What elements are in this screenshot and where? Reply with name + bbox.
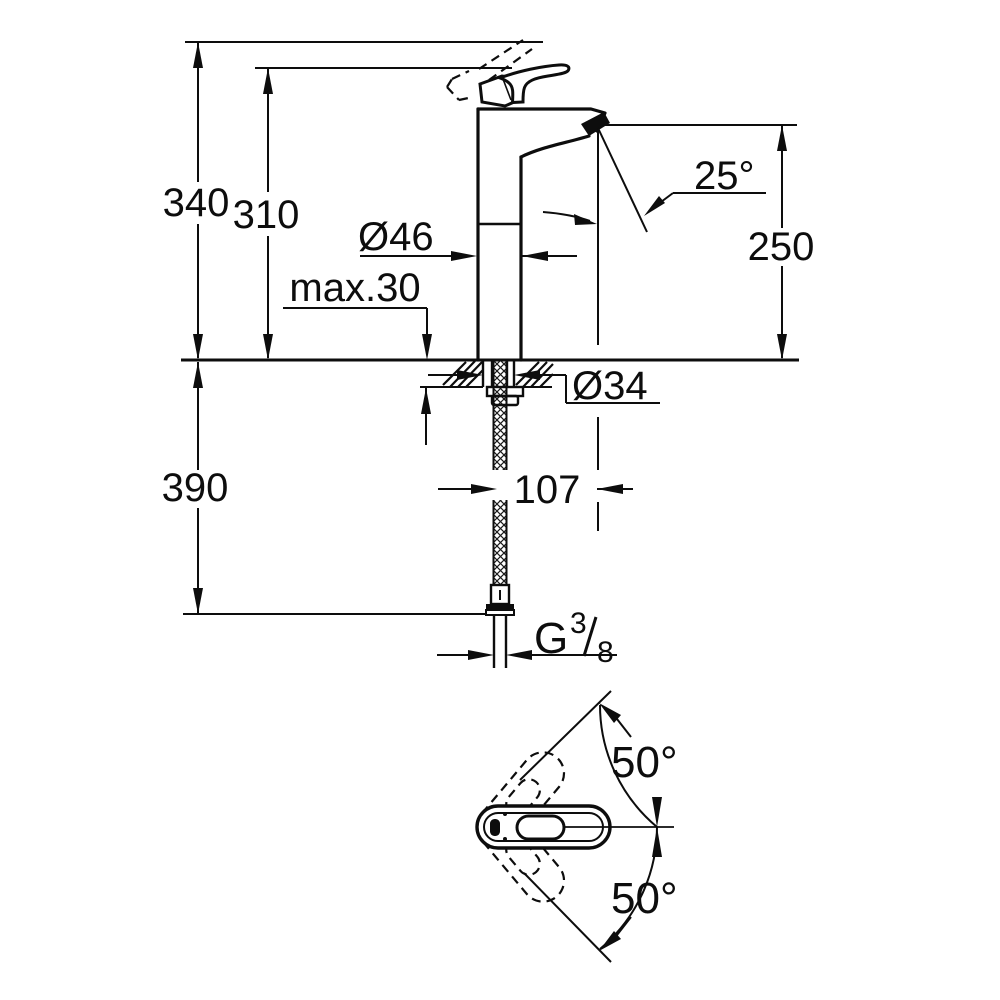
dim-label-25deg: 25° bbox=[694, 154, 755, 198]
arrow-right-icon bbox=[457, 370, 483, 380]
arrow-arc-icon bbox=[599, 931, 621, 951]
dimension-spout-projection: 107 bbox=[438, 468, 633, 512]
thread-tailpipe bbox=[492, 615, 508, 668]
dimension-max-deck-thickness: max.30 bbox=[283, 266, 432, 445]
arrow-left-icon bbox=[522, 251, 548, 261]
dimension-handle-height: 310 bbox=[233, 67, 512, 360]
dim-label-d46: Ø46 bbox=[358, 215, 434, 259]
dimension-spray-angle: 25° bbox=[542, 127, 766, 233]
arrow-up-icon bbox=[652, 827, 662, 857]
swivel-upper-arc bbox=[599, 704, 658, 828]
arrow-leader-icon bbox=[644, 196, 665, 216]
fraction-slash bbox=[582, 616, 598, 657]
handle-boss-crease bbox=[502, 78, 512, 101]
arrow-down-icon bbox=[777, 334, 787, 360]
handle-dot-top bbox=[503, 812, 507, 816]
arrow-up-icon bbox=[193, 362, 203, 388]
thread-label-denominator: 8 bbox=[597, 636, 614, 669]
flex-hose-edges-lower bbox=[492, 500, 508, 585]
dimension-swivel-upper: 50° bbox=[519, 690, 678, 828]
dimension-spout-height: 250 bbox=[600, 124, 815, 360]
dimension-below-deck-length: 390 bbox=[162, 362, 486, 615]
mounting-shank bbox=[481, 360, 516, 387]
dimension-swivel-lower: 50° bbox=[523, 826, 678, 963]
arrow-left-icon bbox=[506, 650, 532, 660]
handle-grip-hole bbox=[515, 814, 566, 841]
arrow-right-icon bbox=[471, 484, 497, 494]
swivel-lower-line bbox=[523, 872, 612, 963]
arrow-left-icon bbox=[597, 484, 623, 494]
arrow-right-icon bbox=[468, 650, 494, 660]
dimension-body-diameter: Ø46 bbox=[358, 215, 577, 261]
handle-top-view bbox=[475, 751, 674, 903]
arrow-right-icon bbox=[451, 251, 477, 261]
spout-underside bbox=[519, 134, 591, 159]
handle-badge bbox=[490, 819, 500, 836]
dim-label-340: 340 bbox=[163, 181, 230, 225]
dim-label-50deg-upper: 50° bbox=[611, 738, 678, 787]
handle-raised-position-dashed bbox=[446, 39, 533, 102]
arrow-left-icon bbox=[514, 370, 540, 380]
swivel-upper-line bbox=[519, 690, 612, 781]
dimension-total-height: 340 bbox=[163, 41, 543, 360]
thread-label-numerator: 3 bbox=[570, 607, 587, 640]
thread-nut-top bbox=[486, 604, 514, 610]
mounting-flange-inner bbox=[490, 394, 520, 407]
thread-nut-bottom bbox=[485, 609, 515, 616]
dimension-thread-size: G 3 8 bbox=[437, 607, 617, 669]
dim-label-310: 310 bbox=[233, 193, 300, 237]
aerator bbox=[581, 112, 610, 136]
dim-label-250: 250 bbox=[748, 225, 815, 269]
arrow-right-icon bbox=[574, 214, 597, 225]
faucet-side-view bbox=[446, 39, 610, 531]
thread-label-g: G bbox=[534, 614, 568, 663]
handle-lever bbox=[495, 63, 571, 105]
dim-label-max30: max.30 bbox=[289, 266, 420, 310]
arrow-down-icon bbox=[422, 334, 432, 360]
handle-dot-bottom bbox=[503, 837, 507, 841]
arrow-down-icon bbox=[193, 334, 203, 360]
mounting-assembly bbox=[481, 360, 525, 668]
dim-label-390: 390 bbox=[162, 466, 229, 510]
arrow-up-icon bbox=[193, 42, 203, 68]
dim-label-d34: Ø34 bbox=[572, 364, 648, 408]
flex-hose-braid-lower bbox=[493, 500, 507, 585]
arrow-up-icon bbox=[421, 388, 431, 414]
countertop bbox=[181, 358, 799, 388]
arrow-down-icon bbox=[193, 588, 203, 614]
arrow-up-icon bbox=[777, 125, 787, 151]
dim-label-50deg-lower: 50° bbox=[611, 874, 678, 923]
arrow-arc-icon bbox=[599, 703, 621, 723]
flex-hose-braid-upper bbox=[493, 361, 507, 470]
dim-label-107: 107 bbox=[514, 468, 581, 512]
arrow-down-icon bbox=[263, 334, 273, 360]
dimension-hole-diameter: Ø34 bbox=[428, 364, 660, 408]
spray-angle-line bbox=[597, 127, 648, 233]
arrow-up-icon bbox=[263, 68, 273, 94]
arrow-down-icon bbox=[652, 797, 662, 827]
